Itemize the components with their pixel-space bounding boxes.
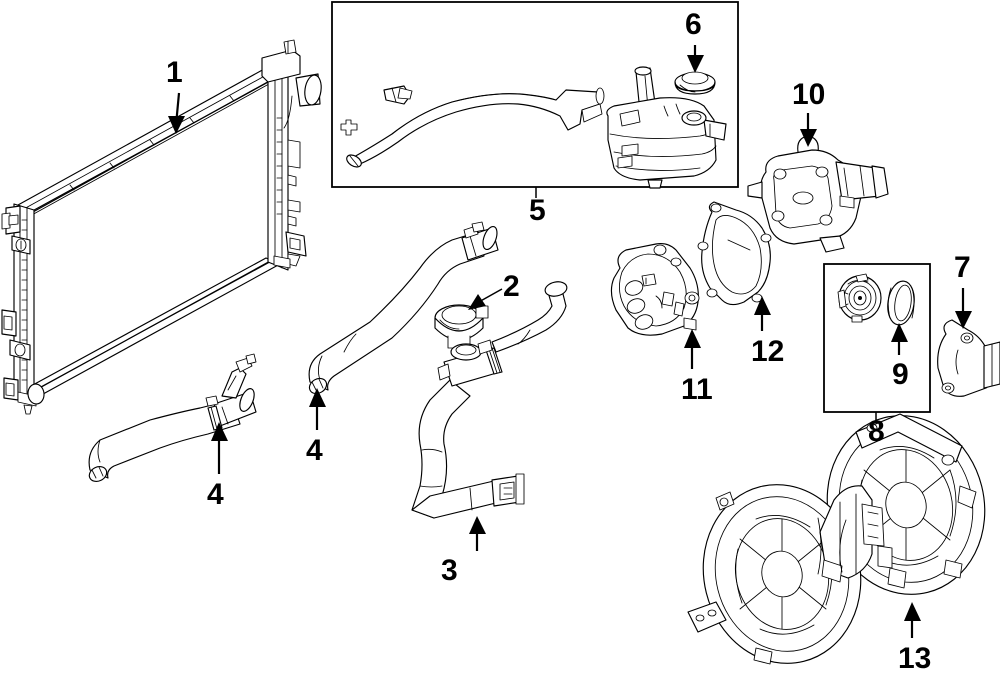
part-radiator <box>1 39 322 415</box>
callout-label-8: 8 <box>868 415 885 448</box>
leader-2 <box>468 288 503 310</box>
callout-label-4-right: 4 <box>306 434 323 467</box>
part-water-outlet-housing <box>937 319 1000 397</box>
leader-9 <box>891 323 908 355</box>
group-box-reservoir <box>331 1 739 188</box>
callout-label-5: 5 <box>529 194 546 227</box>
leader-4-right <box>309 388 326 430</box>
part-hose-lower <box>411 281 568 519</box>
callout-label-9: 9 <box>892 358 909 391</box>
part-cooling-fan-shroud <box>687 413 986 665</box>
part-radiator-cap <box>434 304 489 349</box>
callout-label-12: 12 <box>751 335 785 368</box>
part-water-inlet-housing <box>747 135 889 253</box>
group-box-thermostat <box>823 263 931 413</box>
callout-label-3: 3 <box>441 554 458 587</box>
callout-label-13: 13 <box>898 642 932 675</box>
part-water-pump <box>610 243 700 336</box>
callout-label-7: 7 <box>954 251 971 284</box>
callout-label-1: 1 <box>166 56 183 89</box>
part-reservoir-tank <box>606 66 727 189</box>
part-thermostat-gasket <box>887 280 915 326</box>
callout-label-11: 11 <box>681 373 713 406</box>
callout-label-4-left: 4 <box>207 478 224 511</box>
callout-label-6: 6 <box>685 8 702 41</box>
part-hose-lower-left <box>88 353 257 483</box>
leader-6 <box>687 45 704 73</box>
leader-1 <box>168 92 185 134</box>
part-reservoir-cap <box>674 71 716 95</box>
leader-7 <box>955 288 972 329</box>
part-thermostat <box>837 273 882 323</box>
callout-label-2: 2 <box>503 270 520 303</box>
leader-12 <box>754 296 771 331</box>
part-water-pump-gasket <box>697 201 772 306</box>
part-reservoir-hose <box>340 85 605 168</box>
leader-11 <box>684 329 701 369</box>
leader-3 <box>469 516 486 551</box>
leader-4-left <box>211 422 228 474</box>
callout-label-10: 10 <box>792 78 826 111</box>
part-hose-upper <box>308 221 499 395</box>
leader-10 <box>800 113 817 147</box>
leader-13 <box>904 602 921 638</box>
